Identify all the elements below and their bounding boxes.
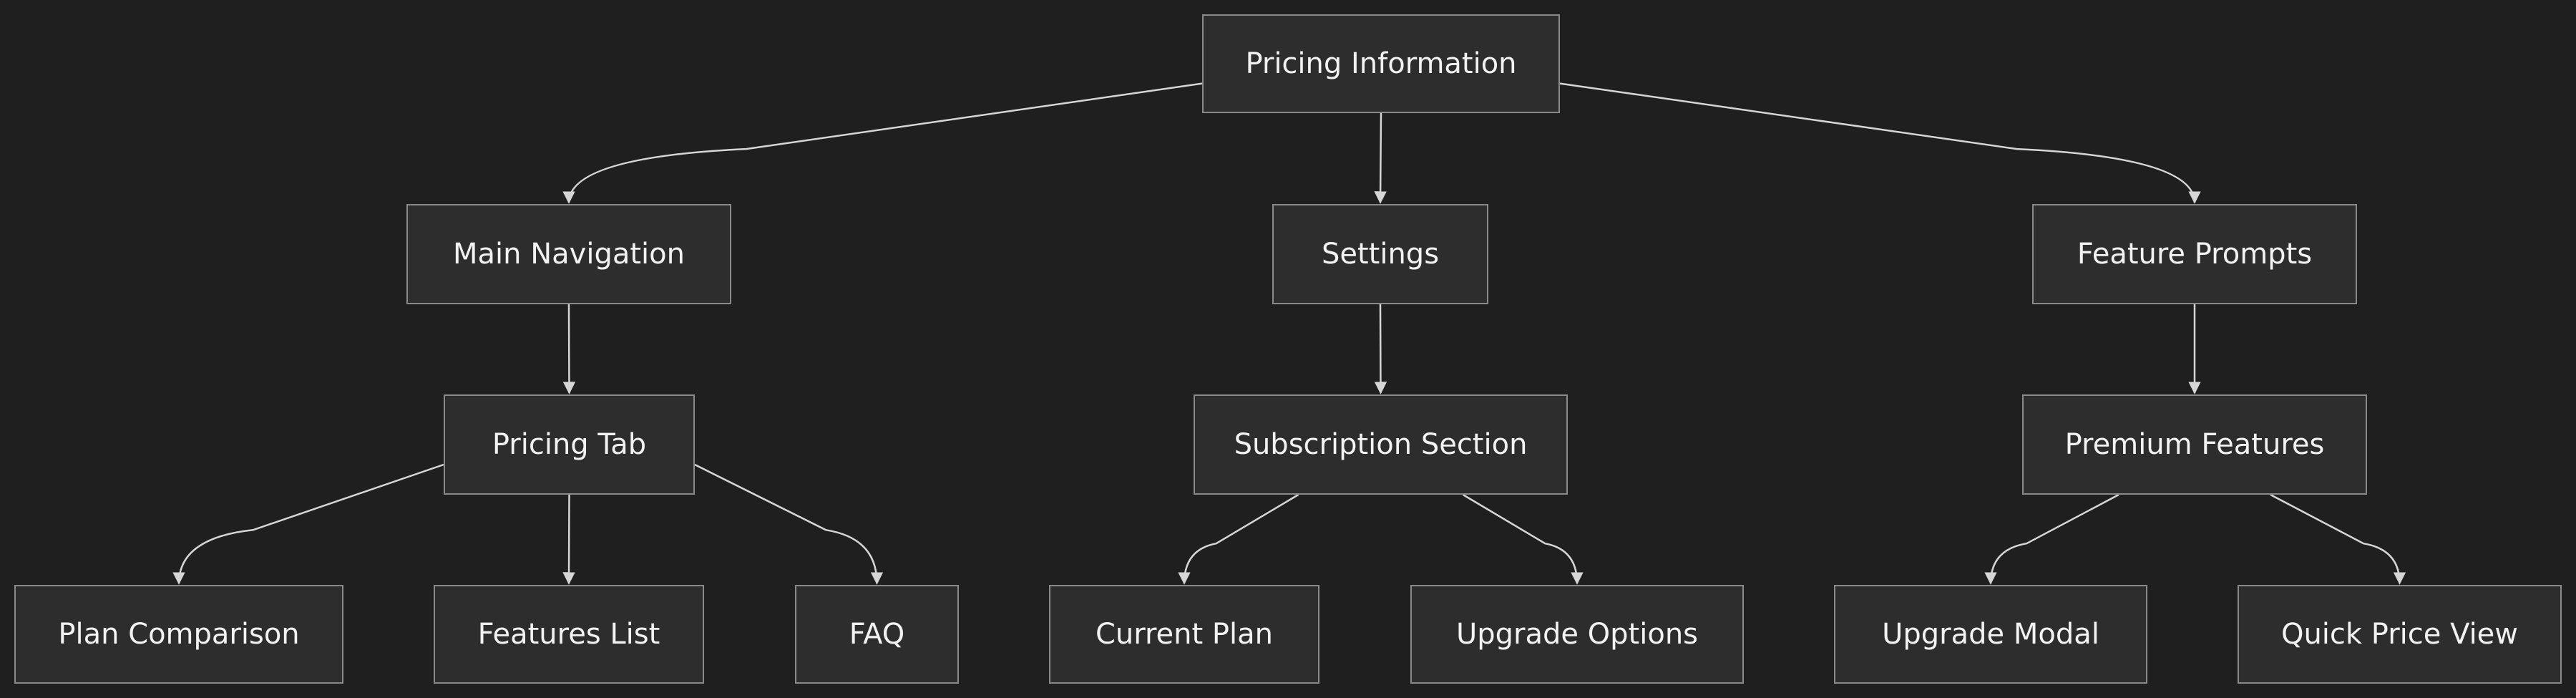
edge-subscription_section-to-current_plan (1178, 493, 1299, 585)
edge-main_navigation-to-pricing_tab (562, 304, 576, 394)
edge-premium_features-to-quick_price_view (2270, 493, 2406, 585)
node-upgrade-options: Upgrade Options (1410, 585, 1744, 684)
node-premium-features: Premium Features (2022, 394, 2367, 495)
node-upgrade-modal: Upgrade Modal (1834, 585, 2147, 684)
node-settings: Settings (1272, 204, 1488, 304)
node-quick-price-view: Quick Price View (2238, 585, 2562, 684)
node-feature-prompts: Feature Prompts (2032, 204, 2357, 304)
node-subscription-section: Subscription Section (1194, 394, 1568, 495)
edge-subscription_section-to-upgrade_options (1462, 493, 1584, 585)
edge-settings-to-subscription_section (1374, 304, 1387, 394)
edge-pricing_tab-to-features_list (562, 494, 575, 585)
edge-root-to-settings (1374, 112, 1387, 204)
node-pricing-information: Pricing Information (1202, 14, 1560, 113)
node-plan-comparison: Plan Comparison (14, 585, 343, 684)
edge-premium_features-to-upgrade_modal (1984, 493, 2119, 585)
edge-pricing_tab-to-faq (694, 463, 884, 585)
edge-root-to-main_navigation (562, 82, 1203, 204)
node-features-list: Features List (434, 585, 704, 684)
node-current-plan: Current Plan (1049, 585, 1319, 684)
node-main-navigation: Main Navigation (406, 204, 731, 304)
node-pricing-tab: Pricing Tab (444, 394, 695, 495)
edge-pricing_tab-to-plan_comparison (172, 463, 444, 585)
edge-root-to-feature_prompts (1559, 82, 2201, 204)
node-faq: FAQ (795, 585, 959, 684)
